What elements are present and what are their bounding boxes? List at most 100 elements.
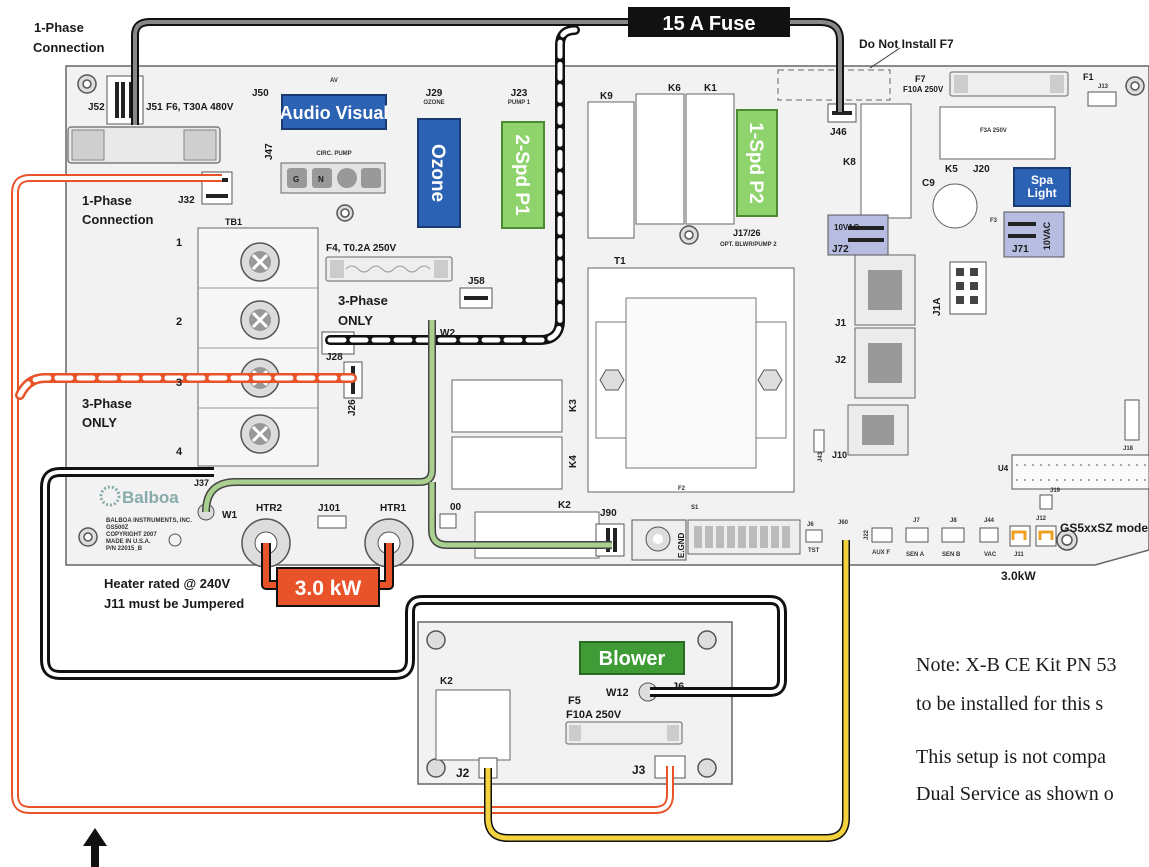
label-f2: F2 [678,486,686,492]
label-j32: J32 [178,195,195,206]
label-sen-b: SEN B [942,552,961,558]
label-blower-k2: K2 [440,676,453,687]
label-j2: J2 [835,355,847,366]
callout-one-phase-top: 1-Phase [34,20,84,35]
audio-visual-block: Audio Visual [280,94,389,130]
label-blower-j3: J3 [632,763,646,777]
spa-light-text-line: Light [1027,186,1056,200]
label-j11: J11 [1014,552,1024,558]
label-j13: J13 [1098,84,1109,90]
jack-j1 [854,254,916,326]
label-j44: J44 [984,518,995,524]
label-j1a: J1A [932,298,943,316]
label-k8: K8 [843,157,856,168]
blower-block: Blower [579,641,685,675]
blower-board-labels: K2 F5 F10A 250V W12 J6 J2 J3 [440,676,684,780]
one-phase-top-l1: 1-Phase [34,20,84,35]
relays-k9-k6-k1 [587,93,735,239]
fuse-15a-callout: 15 A Fuse [628,7,790,37]
blower-label: Blower [599,648,666,670]
label-blower-j2: J2 [456,766,470,780]
label-j23: J23 [511,88,528,99]
callout-three-phase-left: 3-Phase [82,396,132,411]
board-labels: J52 J51 F6, T30A 480V J50 AV J29 OZONE J… [88,72,1134,558]
note-line2: to be installed for this s [916,693,1103,715]
callout-one-phase-left: 1-Phase [82,193,132,208]
label-f1: F1 [1083,72,1094,82]
label-j43: J43 [818,451,824,462]
blower-relay-k2 [435,689,511,761]
label-j17: J17/26 [733,228,761,238]
label-aux-f: AUX F [872,550,890,556]
note-block: Note: X-B CE Kit PN 53 to be installed f… [916,654,1117,805]
label-j72: J72 [832,244,849,255]
label-balboa-info-line: GS500Z [106,525,129,531]
label-htr2: HTR2 [256,503,283,514]
label-ozone-small: OZONE [423,100,444,106]
label-j101: J101 [318,503,341,514]
label-w1: W1 [222,510,237,521]
f6-fuse [67,126,221,164]
label-j90: J90 [600,508,617,519]
label-tst: TST [808,548,820,554]
transformer-t1 [587,267,795,493]
j58-terminal [459,287,493,309]
f7-pointer [869,47,901,69]
label-f10a: F10A 250V [903,85,944,94]
pump2-block: 1-Spd P2 [736,109,778,217]
label-j7: J7 [913,518,920,524]
pump2-label: 1-Spd P2 [745,122,766,203]
relays-k3-k4 [451,379,563,490]
label-j46: J46 [830,127,847,138]
label-j71: J71 [1012,244,1029,255]
label-j47: J47 [264,143,275,160]
label-balboa: Balboa [122,488,179,507]
label-tb1: TB1 [225,217,242,227]
label-blower-w12: W12 [606,687,629,699]
label-balboa-info-line: COPYRIGHT 2007 [106,532,157,538]
u4-chip [1011,454,1149,490]
label-j19: J19 [1050,488,1061,494]
label-sen-a: SEN A [906,552,925,558]
label-j28: J28 [326,352,343,363]
label-k9: K9 [600,91,613,102]
label-j29: J29 [426,88,443,99]
label-j1: J1 [835,318,847,329]
label-vac: VAC [984,552,997,558]
label-vac10-j71: 10VAC [1042,221,1052,250]
heater-kw-label: 3.0 kW [295,577,362,600]
label-j6: J6 [807,522,814,528]
label-htr1: HTR1 [380,503,407,514]
label-opt-blwr: OPT. BLWR/PUMP 2 [720,242,777,248]
f1-fuse [949,71,1069,97]
jack-j2 [854,327,916,399]
j101-header [317,515,347,529]
label-g: G [293,175,299,184]
label-k1: K1 [704,83,717,94]
vac10-j71-block [1003,211,1065,258]
pump1-label: 2-Spd P1 [511,134,532,216]
label-tb-3: 3 [176,377,182,389]
j00-header [439,513,457,529]
label-j37: J37 [194,478,209,488]
j90-terminal [595,523,625,557]
label-av: AV [330,78,338,84]
callout-do-not-install-f7: Do Not Install F7 [859,37,954,51]
callout-heater-note: Heater rated @ 240V [104,576,230,591]
vac10-j72-block [827,214,889,256]
label-k6: K6 [668,83,681,94]
note-line4: Dual Service as shown o [916,783,1114,805]
callout-one-phase-left-2: Connection [82,212,154,227]
label-c9: C9 [922,178,935,189]
note-line3: This setup is not compa [916,746,1106,768]
audio-visual-label: Audio Visual [280,103,389,123]
callout-labels: 1-Phase Connection Do Not Install F7 1-P… [33,20,1148,611]
ul-mark [168,533,182,547]
callout-model: GS5xxSZ mode [1060,521,1148,535]
mounting-holes [77,74,1145,551]
label-j58: J58 [468,276,485,287]
up-arrow-icon [83,828,107,867]
